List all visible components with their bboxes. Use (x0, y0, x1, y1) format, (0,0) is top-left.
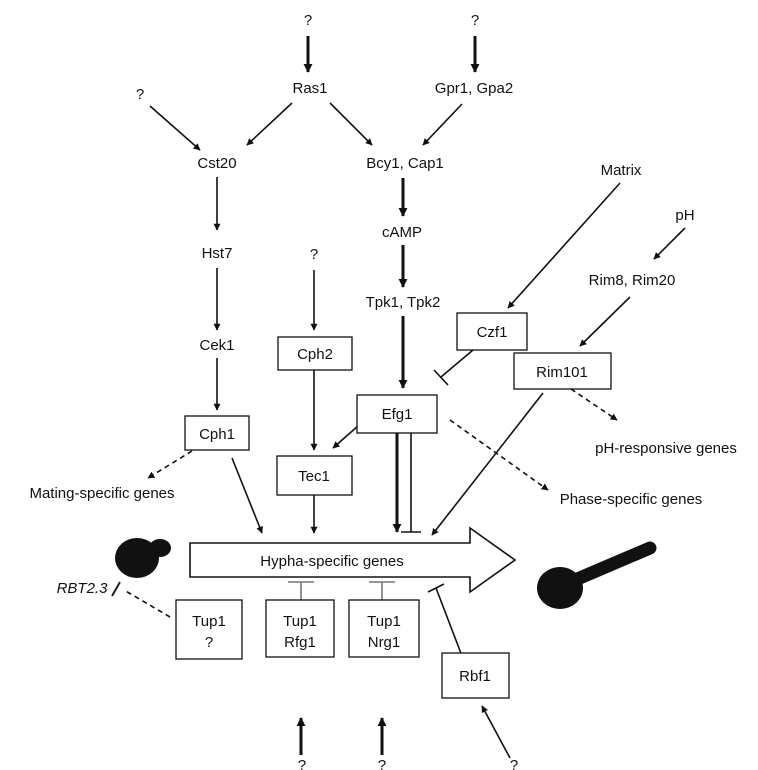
hst7-label: Hst7 (202, 245, 233, 262)
rbf1-box (441, 652, 510, 699)
edge-rbt23-bar (111, 581, 121, 597)
tup1-q-box (175, 599, 243, 660)
rbf1-label: Rbf1 (459, 668, 491, 685)
edge-cph1-to-mating-genes (147, 450, 193, 479)
rim8-rim20-label: Rim8, Rim20 (589, 272, 676, 289)
mating-specific-genes-label: Mating-specific genes (29, 485, 174, 502)
efg1-label: Efg1 (382, 406, 413, 423)
q-cph2-label: ? (310, 246, 318, 263)
cek1-label: Cek1 (199, 337, 234, 354)
gpr1-gpa2-label: Gpr1, Gpa2 (435, 80, 513, 97)
edge-ras1-to-bcy1 (329, 102, 373, 146)
yeast-cell-icon (115, 538, 171, 578)
czf1-box (456, 312, 528, 351)
cst20-label: Cst20 (197, 155, 236, 172)
tup1-nrg1-line1: Tup1 (367, 613, 401, 630)
boxes (175, 312, 612, 699)
edge-efg1-to-phase-genes (449, 419, 549, 491)
hyphal-cell-icon (537, 541, 657, 609)
tec1-box (276, 455, 353, 496)
edge-q-to-cst20 (149, 105, 201, 151)
hypha-genes-arrow (189, 526, 517, 594)
q-gpr1-label: ? (471, 12, 479, 29)
phase-specific-genes-label: Phase-specific genes (560, 491, 703, 508)
cph2-box (277, 336, 353, 371)
cph1-label: Cph1 (199, 426, 235, 443)
cph1-box (184, 415, 250, 451)
edge-rbf1-bar (427, 583, 445, 593)
edge-rim101-to-ph-genes (570, 388, 618, 421)
edges (111, 36, 686, 759)
q-cst20-label: ? (136, 86, 144, 103)
tpk1-tpk2-label: Tpk1, Tpk2 (366, 294, 441, 311)
bcy1-cap1-label: Bcy1, Cap1 (366, 155, 444, 172)
edge-ras1-to-cst20 (246, 102, 293, 146)
edge-rim101-to-hypha (431, 392, 544, 536)
camp-label: cAMP (382, 224, 422, 241)
tup1-nrg1-line2: Nrg1 (368, 634, 401, 651)
tup1-nrg1-box (348, 599, 420, 658)
tup1-q-line2: ? (205, 634, 213, 651)
edge-tup1q-inhibits-rbt23 (123, 589, 171, 618)
rbt23-label: RBT2.3 (57, 580, 109, 597)
edge-czf1-inhibits-efg1 (440, 349, 474, 378)
edge-ph-to-rim8 (653, 227, 686, 260)
ph-label: pH (675, 207, 694, 224)
tup1-rfg1-line2: Rfg1 (284, 634, 316, 651)
ras1-label: Ras1 (292, 80, 327, 97)
edge-czf1-bar (433, 369, 449, 386)
tup1-q-line1: Tup1 (192, 613, 226, 630)
efg1-box (356, 394, 438, 434)
czf1-label: Czf1 (477, 324, 508, 341)
q-rbf1-label: ? (510, 757, 518, 770)
edge-rim8-to-rim101 (579, 296, 631, 347)
edge-q-to-rbf1 (481, 705, 511, 759)
q-ras1-label: ? (304, 12, 312, 29)
edge-rbf1-inhibits-hypha (435, 587, 463, 657)
q-rfg1-label: ? (298, 757, 306, 770)
rim101-box (513, 352, 612, 390)
tec1-label: Tec1 (298, 468, 330, 485)
hypha-specific-genes-label: Hypha-specific genes (260, 553, 403, 570)
rim101-label: Rim101 (536, 364, 588, 381)
tup1-rfg1-box (265, 599, 335, 658)
cph2-label: Cph2 (297, 346, 333, 363)
ph-responsive-genes-label: pH-responsive genes (595, 440, 737, 457)
edge-matrix-to-czf1 (507, 182, 621, 309)
labels: ? ? ? Ras1 Gpr1, Gpa2 Cst20 Bcy1, Cap1 M… (29, 12, 736, 770)
tup1-rfg1-line1: Tup1 (283, 613, 317, 630)
edge-gpr1-to-bcy1 (422, 103, 463, 146)
q-nrg1-label: ? (378, 757, 386, 770)
matrix-label: Matrix (601, 162, 642, 179)
edge-cph1-to-hypha (231, 457, 263, 534)
